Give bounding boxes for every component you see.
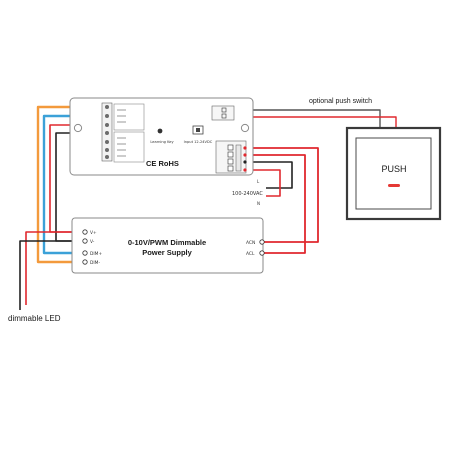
mains-l-label: L [257,179,260,184]
push-label: PUSH [381,164,406,174]
switch-wire-red [233,116,397,128]
push-indicator-led [388,184,400,187]
power-supply-title-line1: 0-10V/PWM Dimmable [128,238,206,247]
controller-wire-endpoints [243,146,247,172]
terminal-acl [259,250,265,256]
terminal-acn-label: ACN [246,240,255,246]
led-caption: dimmable LED [8,314,61,323]
mains-n-label: N [257,201,260,206]
ce-rohs-mark: CE RoHS [146,159,179,168]
power-supply: 0-10V/PWM Dimmable Power Supply V+ V- DI… [71,217,265,274]
power-input-label: Input 12-24VDC [184,140,213,144]
learning-key-label: Learning Key [150,140,174,144]
push-switch: optional push switch PUSH [309,98,442,221]
controller-panel-markings [117,109,126,157]
controller-left-terminal-dots [105,105,109,159]
terminal-dimminus-label: DIM- [90,260,100,266]
terminal-vplus-label: V+ [90,230,97,236]
power-supply-right-terminals: ACN ACL [246,239,265,257]
mount-hole-right [240,123,250,133]
controller-panel-bottom [113,131,145,163]
terminal-vplus [82,229,88,235]
mains-input: L 100-240VAC N [232,179,263,206]
acn-wire [245,147,319,243]
acl-wire [245,154,306,254]
controller-panel-top [113,103,145,131]
terminal-vminus-label: V- [90,239,95,245]
led-red-lead [25,231,85,305]
switch-wire-gray [233,109,381,128]
terminal-acn [259,239,265,245]
terminal-vminus [82,238,88,244]
terminal-dimminus [82,259,88,265]
push-switch-caption: optional push switch [309,98,372,105]
mount-hole-left [73,123,83,133]
terminal-dimplus [82,250,88,256]
terminal-acl-label: ACL [246,251,255,257]
mains-n-wire [245,169,281,197]
mains-voltage-label: 100-240VAC [232,191,263,197]
power-supply-left-terminals: V+ V- DIM+ DIM- [82,229,102,266]
push-switch-button[interactable] [355,137,432,210]
power-supply-title-line2: Power Supply [142,248,192,257]
led-black-lead [19,240,85,310]
power-supply-body [71,217,264,274]
ac-connector-terminals [227,144,242,172]
terminal-dimplus-label: DIM+ [90,251,102,257]
mains-l-wire [245,161,293,189]
switch-connector [211,105,235,121]
learning-key-button[interactable] [157,128,163,134]
controller: Learning Key Input 12-24VDC CE RoHS [69,97,254,176]
